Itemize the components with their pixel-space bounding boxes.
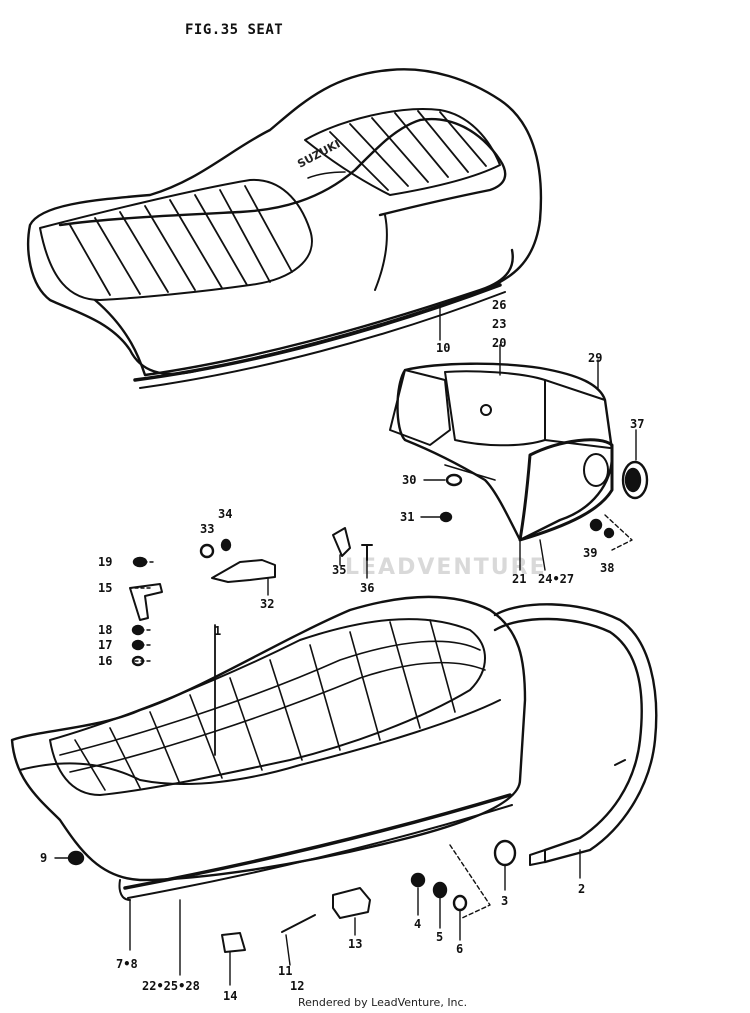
callout-32: 32 — [260, 597, 274, 611]
callout-26: 26 — [492, 298, 506, 312]
callout-7-8: 7•8 — [116, 957, 138, 971]
callout-24-27: 24•27 — [538, 572, 574, 586]
leader-lines — [54, 304, 637, 986]
callout-34: 34 — [218, 507, 232, 521]
grab-rail — [493, 603, 658, 866]
callout-14: 14 — [223, 989, 237, 1003]
callout-29: 29 — [588, 351, 602, 365]
lower-seat — [10, 595, 527, 901]
callout-36: 36 — [360, 581, 374, 595]
callout-6: 6 — [456, 942, 463, 956]
callout-35: 35 — [332, 563, 346, 577]
callout-4: 4 — [414, 917, 421, 931]
footer-credit: Rendered by LeadVenture, Inc. — [298, 996, 468, 1009]
callout-22-25-28: 22•25•28 — [142, 979, 200, 993]
callout-33: 33 — [200, 522, 214, 536]
callout-12: 12 — [290, 979, 304, 993]
callout-labels: 1 2 3 4 5 6 7•8 9 10 11 12 13 14 15 16 1… — [40, 298, 644, 1003]
emblem-cap — [621, 460, 649, 500]
callout-10: 10 — [436, 341, 450, 355]
tail-cowl — [389, 362, 614, 542]
callout-38: 38 — [600, 561, 614, 575]
callout-39: 39 — [583, 546, 597, 560]
callout-17: 17 — [98, 638, 112, 652]
callout-18: 18 — [98, 623, 112, 637]
callout-15: 15 — [98, 581, 112, 595]
callout-16: 16 — [98, 654, 112, 668]
upper-seat: SUZUKI — [27, 68, 543, 389]
callout-13: 13 — [348, 937, 362, 951]
callout-11: 11 — [278, 964, 292, 978]
callout-3: 3 — [501, 894, 508, 908]
callout-31: 31 — [400, 510, 414, 524]
hardware-small — [67, 473, 615, 953]
callout-21: 21 — [512, 572, 526, 586]
callout-30: 30 — [402, 473, 416, 487]
callout-19: 19 — [98, 555, 112, 569]
callout-1: 1 — [214, 624, 221, 638]
figure-title: FIG.35 SEAT — [185, 22, 284, 38]
callout-9: 9 — [40, 851, 47, 865]
callout-2: 2 — [578, 882, 585, 896]
callout-23: 23 — [492, 317, 506, 331]
callout-5: 5 — [436, 930, 443, 944]
callout-20: 20 — [492, 336, 506, 350]
watermark: LEADVENTURE — [345, 555, 547, 580]
seat-logo: SUZUKI — [295, 137, 342, 170]
callout-37: 37 — [630, 417, 644, 431]
